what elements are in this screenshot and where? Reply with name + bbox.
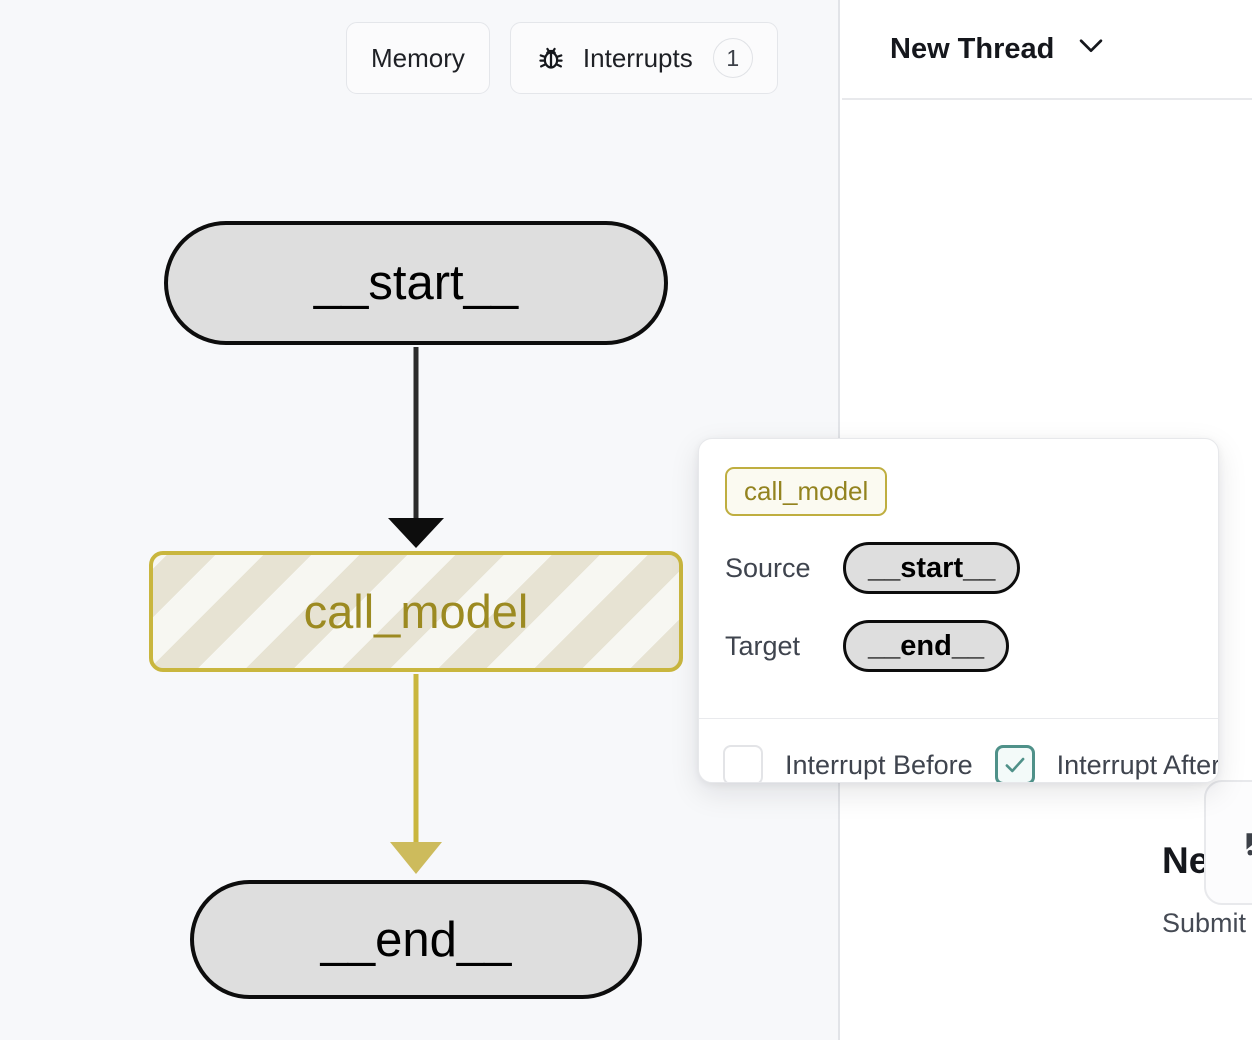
message-glyph-icon [1244,830,1252,869]
interrupts-count-badge: 1 [712,38,753,78]
node-inspector-popup: call_model Source __start__ Target __end… [698,438,1219,783]
chevron-down-icon [1074,28,1108,70]
target-label: Target [725,630,801,661]
thread-input-card[interactable] [1204,780,1252,905]
node-inspector-badge: call_model [725,467,888,516]
thread-empty-subtitle: Submit your input [1162,908,1252,938]
source-node-pill[interactable]: __start__ [843,542,1021,594]
bug-icon [535,42,567,74]
graph-node-call-model-label: call_model [303,585,529,638]
interrupt-before-checkbox[interactable] [723,745,763,782]
thread-title: New Thread [890,32,1055,65]
node-inspector-top: call_model Source __start__ Target __end… [699,439,1218,694]
node-inspector-target-row: Target __end__ [725,620,1190,672]
graph-node-end-label: __end__ [320,912,512,967]
thread-body: New T Submit your input [842,100,1252,1040]
thread-empty-state: New T Submit your input [842,840,1252,939]
graph-node-start[interactable]: __start__ [164,221,668,345]
target-node-pill[interactable]: __end__ [843,620,1010,672]
thread-selector[interactable]: New Thread [890,28,1108,70]
memory-button[interactable]: Memory [346,22,490,94]
node-inspector-source-row: Source __start__ [725,542,1190,594]
thread-header: New Thread [842,0,1252,100]
node-inspector-interrupt-controls: Interrupt Before Interrupt After [699,719,1219,782]
graph-toolbar: Memory [346,22,778,94]
interrupts-button-label: Interrupts [582,42,693,73]
interrupt-before-label[interactable]: Interrupt Before [785,749,973,780]
graph-node-start-label: __start__ [313,256,519,310]
memory-button-label: Memory [371,42,465,73]
popup-divider [699,718,1218,719]
source-label: Source [725,552,811,583]
graph-node-call-model[interactable]: call_model [149,551,683,672]
interrupt-after-label[interactable]: Interrupt After [1056,749,1219,780]
interrupts-button[interactable]: Interrupts 1 [509,22,778,94]
graph-node-end[interactable]: __end__ [190,880,642,999]
interrupt-after-checkbox[interactable] [994,745,1035,782]
